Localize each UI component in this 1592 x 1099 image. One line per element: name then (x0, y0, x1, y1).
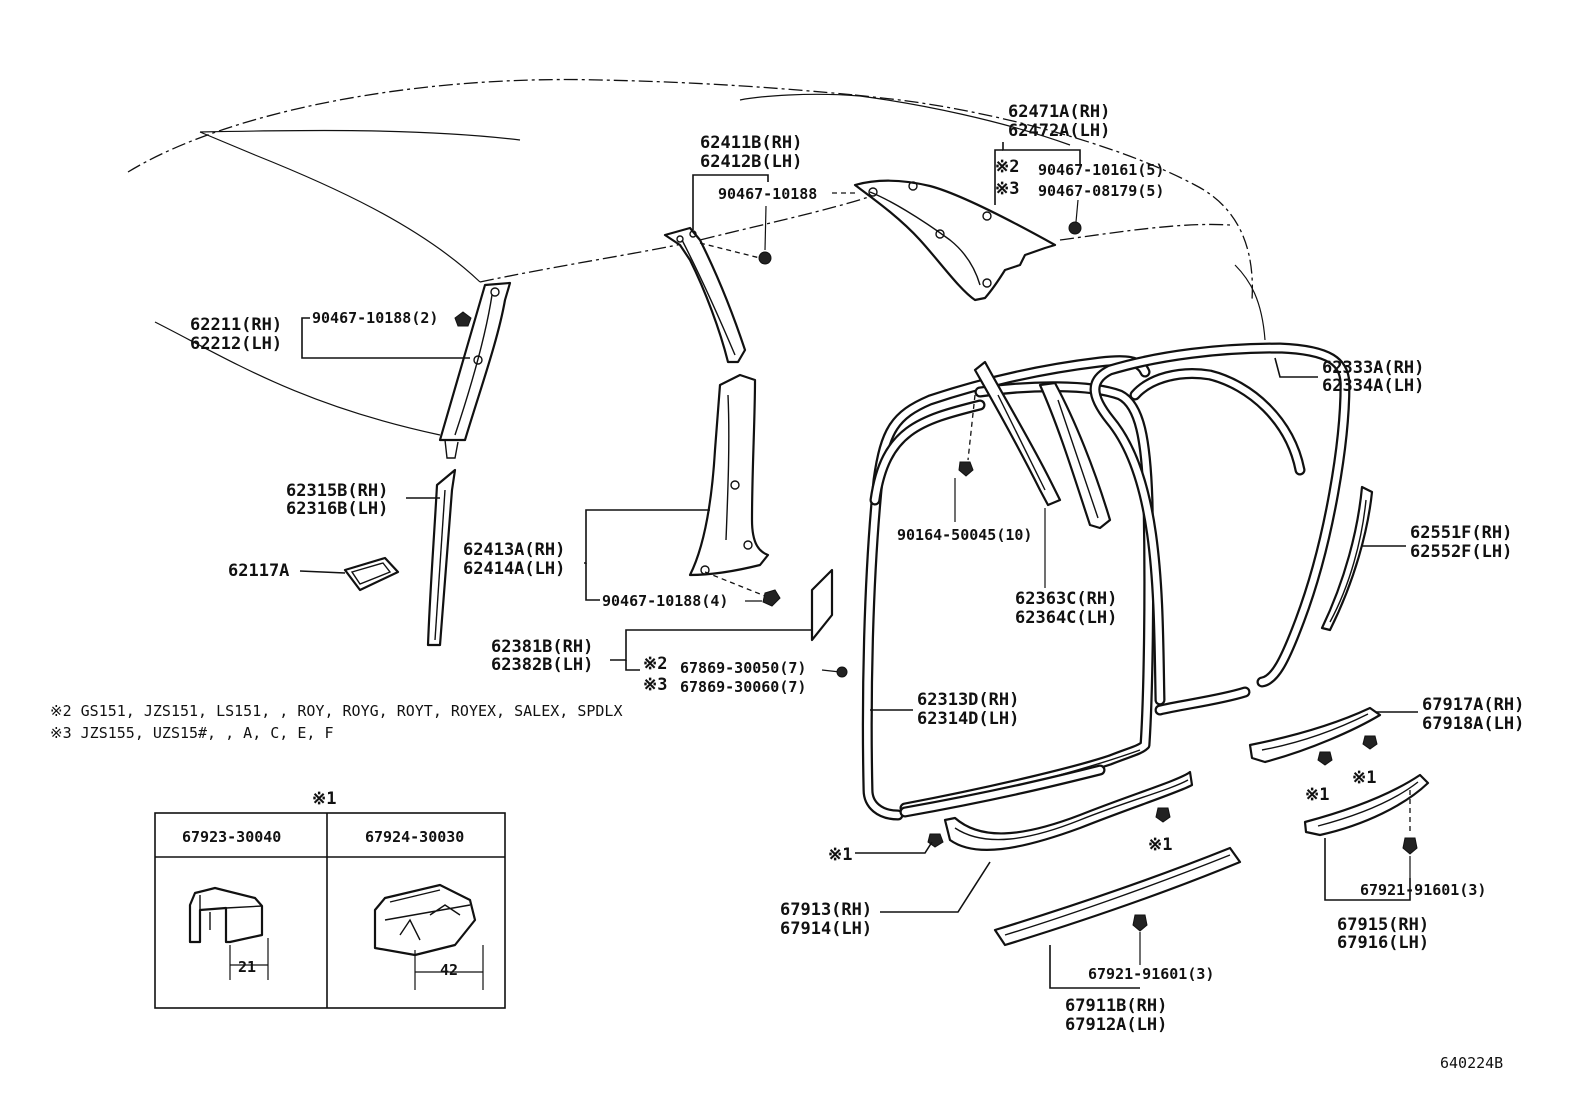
rear-pillar-weatherstrip-part (1320, 485, 1374, 632)
part-label: 67916(LH) (1337, 933, 1429, 953)
vehicle-body-outline (127, 78, 1266, 436)
part-label: 67915(RH) (1337, 915, 1429, 935)
part-label: 62211(RH) (190, 315, 282, 335)
clip-icon (958, 461, 974, 477)
marker-label: ※3 (643, 675, 667, 695)
part-label: 62316B(LH) (286, 499, 388, 519)
pad-part (343, 556, 400, 592)
part-label: 62472A(LH) (1008, 121, 1110, 141)
dimension-label: 21 (238, 958, 256, 976)
clip-icon (188, 886, 269, 980)
part-label: 62363C(RH) (1015, 589, 1117, 609)
clip-icon (373, 883, 484, 990)
part-label: 62412B(LH) (700, 152, 802, 172)
marker-label: ※1 (1305, 785, 1329, 805)
part-label: 62364C(LH) (1015, 608, 1117, 628)
front-pillar-garnish-part (438, 281, 512, 459)
part-label: 62117A (228, 561, 289, 581)
part-label: 62551F(RH) (1410, 523, 1512, 543)
part-label: 62471A(RH) (1008, 102, 1110, 122)
part-label: 62315B(RH) (286, 481, 388, 501)
center-pillar-upper-garnish-part (663, 226, 747, 364)
dimension-label: 42 (440, 961, 458, 979)
front-scuff-plate-part (993, 846, 1242, 947)
part-label: 90164-50045(10) (897, 526, 1032, 544)
part-label: 62411B(RH) (700, 133, 802, 153)
part-label: 62552F(LH) (1410, 542, 1512, 562)
clip-icon (1155, 807, 1171, 823)
center-pillar-weatherstrip-part (973, 360, 1112, 530)
marker-label: ※3 (995, 179, 1019, 199)
marker-label: ※1 (1148, 835, 1172, 855)
part-label: 67869-30050(7) (680, 659, 806, 677)
part-label: 67918A(LH) (1422, 714, 1524, 734)
diagram-code: 640224B (1440, 1054, 1503, 1072)
part-label: 62314D(LH) (917, 709, 1019, 729)
part-label: 62212(LH) (190, 334, 282, 354)
part-label: 90467-08179(5) (1038, 182, 1164, 200)
part-label: 67921-91601(3) (1088, 965, 1214, 983)
note-line: ※3 JZS155, UZS15#, , A, C, E, F (50, 724, 334, 742)
part-label: 90467-10188(4) (602, 592, 728, 610)
table-frame (154, 812, 506, 1009)
clip-icon (454, 311, 472, 327)
clip-icon (1402, 837, 1418, 855)
part-label: 67911B(RH) (1065, 996, 1167, 1016)
table-col-header: 67923-30040 (182, 828, 281, 846)
front-door-scuff-part (943, 770, 1194, 851)
marker-label: ※2 (995, 157, 1019, 177)
clip-icon (1068, 221, 1082, 235)
marker-label: ※1 (828, 845, 852, 865)
roof-side-garnish-part (853, 179, 1057, 302)
part-label: 62381B(RH) (491, 637, 593, 657)
scuff-plate-rear-inner-part (1303, 773, 1430, 837)
clip-icon (1317, 751, 1333, 766)
marker-label: ※2 (643, 654, 667, 674)
table-col-header: 67924-30030 (365, 828, 464, 846)
pillar-weatherstrip-part (426, 468, 457, 647)
clip-table: ※1 67923-30040 67924-30030 21 42 (154, 789, 506, 1009)
clip-icon (1362, 735, 1378, 750)
part-label: 90467-10188(2) (312, 309, 438, 327)
marker-label: ※1 (1352, 768, 1376, 788)
rear-door-opening-trim-part (1089, 342, 1351, 716)
part-label: 67912A(LH) (1065, 1015, 1167, 1035)
part-label: 62334A(LH) (1322, 376, 1424, 396)
part-label: 62313D(RH) (917, 690, 1019, 710)
part-label: 62333A(RH) (1322, 358, 1424, 378)
part-label: 67869-30060(7) (680, 678, 806, 696)
applicability-notes: ※2 GS151, JZS151, LS151, , ROY, ROYG, RO… (50, 702, 622, 742)
part-label: 90467-10188 (718, 185, 817, 203)
note-line: ※2 GS151, JZS151, LS151, , ROY, ROYG, RO… (50, 702, 622, 720)
part-label: 62413A(RH) (463, 540, 565, 560)
part-labels: 62471A(RH) 62472A(LH) ※2 90467-10161(5) … (190, 102, 1524, 1035)
clip-icon (758, 251, 772, 265)
part-label: 90467-10161(5) (1038, 161, 1164, 179)
scuff-plate-rear-part (1248, 706, 1382, 764)
clip-icon (1132, 914, 1148, 932)
part-label: 67917A(RH) (1422, 695, 1524, 715)
part-label: 67913(RH) (780, 900, 872, 920)
table-header: ※1 (312, 789, 336, 809)
part-label: 67921-91601(3) (1360, 881, 1486, 899)
part-label: 62382B(LH) (491, 655, 593, 675)
part-label: 67914(LH) (780, 919, 872, 939)
clip-icon (762, 589, 781, 607)
part-label: 62414A(LH) (463, 559, 565, 579)
center-pillar-lower-garnish-part (688, 373, 770, 577)
